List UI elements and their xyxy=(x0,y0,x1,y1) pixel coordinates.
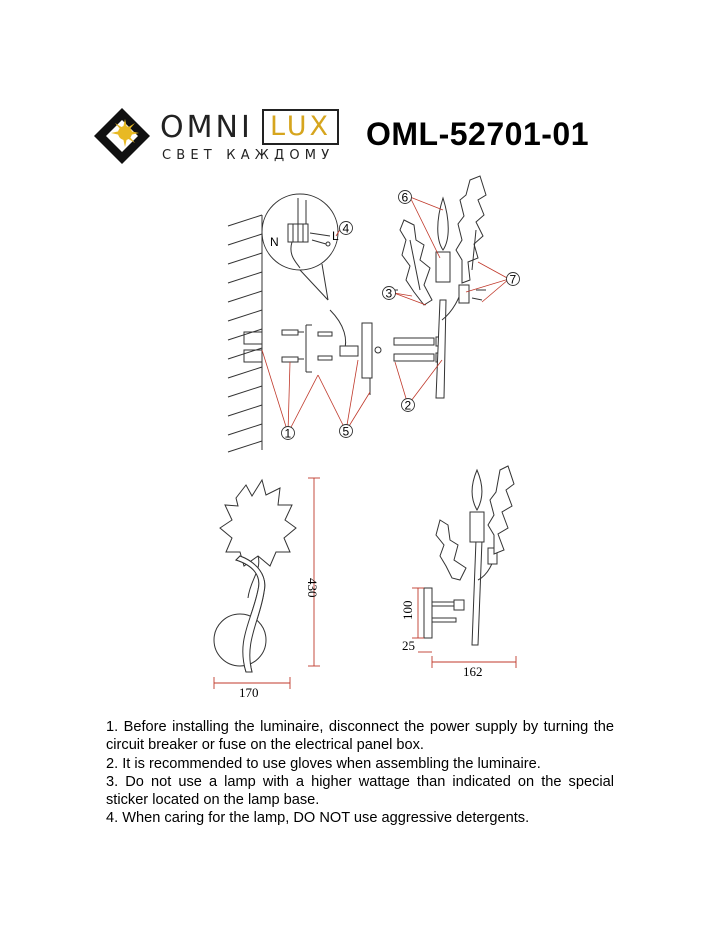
callout-4: 4 xyxy=(343,222,350,236)
callout-1: 1 xyxy=(285,427,292,441)
dimension-depth: 162 xyxy=(463,664,483,679)
callout-6: 6 xyxy=(402,191,409,205)
front-view-drawing xyxy=(213,478,297,673)
model-code: OML-52701-01 xyxy=(366,116,589,152)
callout-3: 3 xyxy=(386,287,393,301)
dimension-height: 430 xyxy=(305,578,320,598)
brand-name-lux: LUX xyxy=(262,109,339,145)
callout-7: 7 xyxy=(510,273,517,287)
callout-2: 2 xyxy=(405,399,412,413)
installation-diagram: N L xyxy=(213,175,520,700)
header: OMNI LUX СВЕТ КАЖДОМУ OML-52701-01 xyxy=(0,0,720,180)
luminaire-exploded xyxy=(388,175,487,399)
wire-label-neutral: N xyxy=(270,235,279,249)
instruction-item: 4. When caring for the lamp, DO NOT use … xyxy=(106,810,530,827)
brand-name-omni: OMNI xyxy=(160,110,253,145)
dimension-lines-side xyxy=(412,587,517,668)
extension-rods xyxy=(393,336,443,363)
instruction-item: 1. Before installing the luminaire, disc… xyxy=(106,719,614,754)
wall-hatching xyxy=(227,214,263,453)
dimension-width: 170 xyxy=(239,685,259,700)
callout-5: 5 xyxy=(343,425,350,439)
leader-lines xyxy=(261,196,510,434)
dimension-lines-front xyxy=(213,477,320,689)
side-view-drawing xyxy=(423,465,515,646)
instruction-item: 3. Do not use a lamp with a higher watta… xyxy=(106,773,614,809)
wall-anchors xyxy=(281,329,304,363)
wiring-detail-magnifier xyxy=(261,193,339,301)
omnilux-logo-icon xyxy=(94,108,150,164)
mounting-bracket xyxy=(305,309,382,395)
dimension-base-depth: 25 xyxy=(402,638,415,653)
callout-markers xyxy=(281,190,520,440)
wire-label-live: L xyxy=(332,229,339,243)
safety-instructions: 1. Before installing the luminaire, disc… xyxy=(106,718,614,828)
brand-tagline: СВЕТ КАЖДОМУ xyxy=(162,148,335,163)
front-view-arm xyxy=(235,555,266,673)
dimension-base-height: 100 xyxy=(400,601,415,621)
instruction-item: 2. It is recommended to use gloves when … xyxy=(106,755,541,772)
